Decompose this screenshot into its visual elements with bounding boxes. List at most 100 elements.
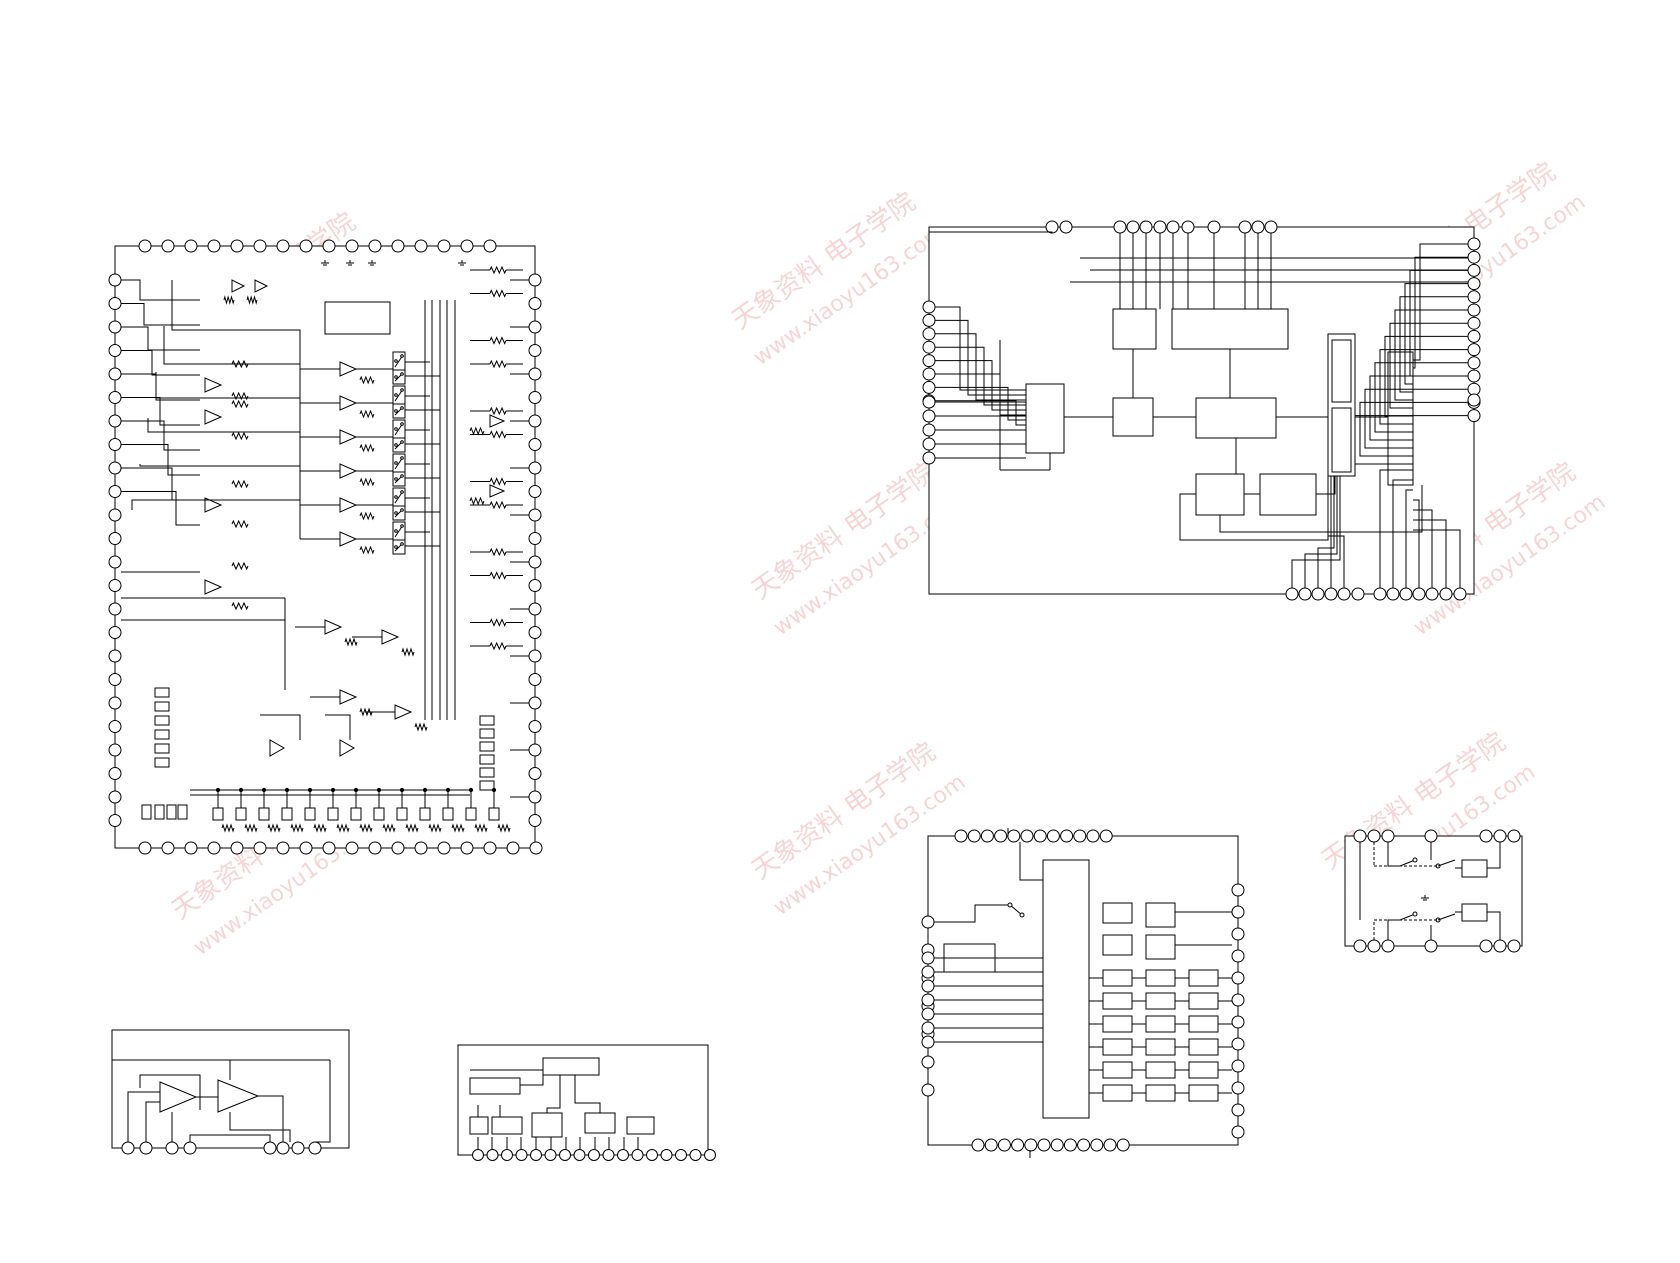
switch-chip — [154, 701, 170, 712]
pin — [528, 344, 542, 357]
junction-dot — [330, 787, 336, 793]
resistor-symbol — [231, 561, 249, 571]
block — [469, 1116, 489, 1135]
wire — [258, 1095, 284, 1142]
resistor-symbol — [489, 547, 507, 557]
switch-contact — [394, 529, 398, 533]
block — [469, 1077, 521, 1095]
opamp-symbol — [217, 1079, 260, 1113]
switch-chip — [442, 807, 454, 821]
pin — [1046, 829, 1060, 843]
wire — [131, 499, 301, 539]
pin — [922, 367, 936, 381]
ic-digital-controller-diagram — [922, 220, 1481, 601]
pin — [1073, 829, 1087, 843]
switch-chip — [396, 807, 408, 821]
pin — [528, 790, 542, 804]
pin — [1479, 829, 1493, 843]
resistor-symbol — [231, 399, 249, 409]
pin — [108, 579, 122, 592]
pin — [631, 1149, 644, 1161]
wire — [121, 303, 200, 326]
block — [1461, 903, 1488, 922]
pin — [922, 437, 936, 451]
block — [1331, 339, 1352, 403]
resistor-symbol — [231, 431, 249, 441]
block — [1188, 969, 1219, 987]
switch-chip — [154, 804, 165, 820]
switch-chip — [488, 807, 500, 821]
switch-chip — [479, 715, 495, 726]
switch-contact — [394, 409, 398, 413]
resistor-symbol — [290, 823, 304, 833]
pin — [980, 829, 994, 843]
switch-chip — [154, 729, 170, 740]
resistor-symbol — [489, 500, 507, 510]
wire — [1392, 479, 1413, 588]
pin — [483, 841, 497, 855]
pin — [1231, 905, 1245, 919]
block — [1171, 308, 1289, 350]
ic-outline — [1344, 835, 1523, 947]
pin — [184, 841, 198, 855]
pin — [108, 297, 122, 310]
pin — [1493, 939, 1507, 953]
switch-chip — [166, 804, 177, 820]
pin — [528, 649, 542, 663]
pin — [1231, 971, 1245, 985]
switch-chip — [281, 807, 293, 821]
pin — [161, 841, 175, 855]
pin — [139, 1141, 153, 1155]
switch-chip — [154, 687, 170, 698]
block — [1188, 992, 1219, 1010]
pin — [602, 1149, 615, 1161]
wire — [260, 714, 301, 740]
switch-contact — [1007, 902, 1013, 908]
pin — [1425, 587, 1439, 601]
pin — [1467, 329, 1481, 343]
pin — [299, 841, 313, 855]
pin — [108, 602, 122, 616]
wire — [1374, 362, 1468, 433]
wire — [1369, 375, 1468, 441]
opamp-symbol — [159, 1081, 198, 1113]
pin — [1231, 1103, 1245, 1117]
pin — [967, 829, 981, 843]
switch-contact — [394, 511, 398, 515]
pin — [1381, 939, 1395, 953]
opamp-symbol — [489, 484, 506, 498]
pin — [1351, 587, 1365, 601]
switch-chip — [177, 804, 188, 820]
pin — [528, 743, 542, 757]
pin — [971, 1138, 985, 1152]
wire — [127, 1091, 160, 1142]
wire — [1394, 309, 1468, 401]
pin — [921, 1035, 935, 1049]
wire — [1413, 509, 1433, 588]
pin — [528, 391, 542, 404]
pin — [1011, 1138, 1025, 1152]
wire — [1179, 476, 1329, 541]
pin — [1381, 829, 1395, 843]
switch-contact — [400, 490, 404, 494]
wire — [121, 491, 200, 526]
pin — [689, 1149, 702, 1161]
wire — [520, 1075, 544, 1086]
pin — [922, 380, 936, 394]
pin — [161, 239, 175, 253]
switch-contact — [400, 440, 404, 444]
opamp-symbol — [204, 409, 223, 425]
pin — [1467, 356, 1481, 370]
pin — [559, 1149, 571, 1161]
pin — [108, 485, 122, 498]
switch-chip — [235, 807, 247, 821]
pin — [1207, 220, 1221, 234]
pin — [276, 239, 290, 253]
wire — [1413, 529, 1461, 588]
block — [1102, 902, 1133, 924]
pin — [108, 696, 122, 710]
pin — [528, 602, 542, 616]
block — [1188, 1084, 1219, 1102]
resistor-symbol — [489, 430, 507, 439]
